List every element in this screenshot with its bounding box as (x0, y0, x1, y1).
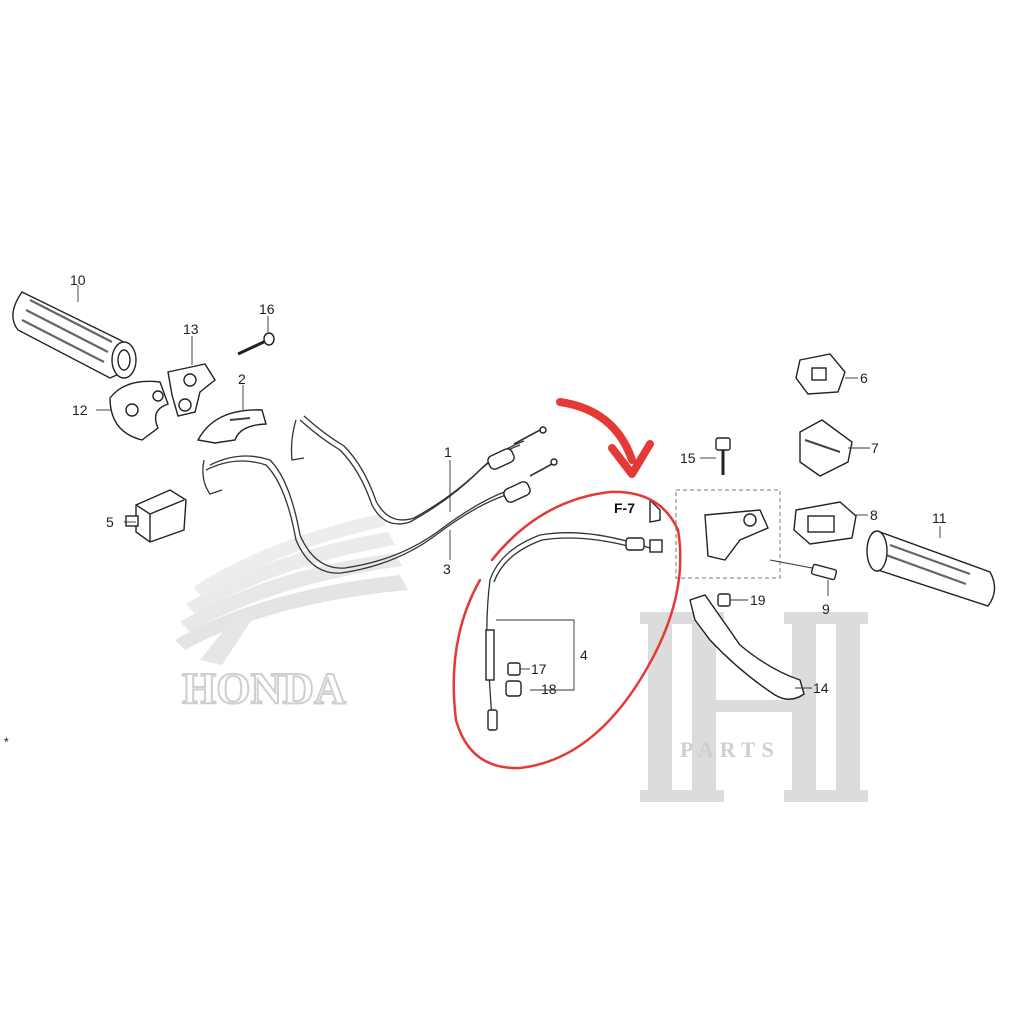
callout-10: 10 (70, 272, 86, 288)
subassembly-box (675, 489, 781, 579)
housing-cover (196, 409, 267, 444)
left-grip (12, 291, 137, 379)
switch-8 (793, 501, 857, 545)
callout-14: 14 (813, 680, 829, 696)
callout-6: 6 (860, 370, 868, 386)
stray-mark: * (4, 735, 9, 749)
throttle-housing (167, 363, 216, 417)
lever-holder (649, 498, 769, 561)
throttle-pipe (109, 380, 169, 441)
clutch-switch-9 (769, 559, 838, 581)
switch-7 (799, 419, 853, 477)
callout-5: 5 (106, 514, 114, 530)
callout-15: 15 (680, 450, 696, 466)
clutch-cable (485, 532, 663, 731)
highlight-circle (452, 490, 682, 770)
nut-19 (717, 593, 731, 607)
callout-12: 12 (72, 402, 88, 418)
parts-watermark-text: PARTS (680, 737, 780, 762)
red-arrow-icon (556, 398, 636, 464)
honda-brand-watermark: HONDA (182, 664, 346, 713)
callout-18: 18 (541, 681, 557, 697)
callout-2: 2 (238, 371, 246, 387)
nut-17 (507, 662, 521, 676)
callout-19: 19 (750, 592, 766, 608)
leader-lines (77, 285, 941, 691)
reference-code: F-7 (614, 500, 635, 516)
callout-16: 16 (259, 301, 275, 317)
screw-16 (237, 332, 275, 356)
highlight-annotation (452, 398, 682, 770)
throttle-cables (202, 415, 558, 574)
switch-5 (125, 489, 187, 543)
callout-1: 1 (444, 444, 452, 460)
switch-6 (795, 353, 846, 395)
callout-3: 3 (443, 561, 451, 577)
right-grip (866, 530, 996, 607)
clutch-lever (689, 594, 805, 700)
callout-4: 4 (580, 647, 588, 663)
nut-18 (505, 680, 522, 697)
callout-13: 13 (183, 321, 199, 337)
bolt-15 (715, 437, 731, 475)
h-parts-logo-watermark (640, 612, 868, 802)
honda-wing-watermark (175, 514, 408, 665)
callout-17: 17 (531, 661, 547, 677)
callout-7: 7 (871, 440, 879, 456)
callout-8: 8 (870, 507, 878, 523)
callout-9: 9 (822, 601, 830, 617)
callout-11: 11 (932, 510, 947, 526)
